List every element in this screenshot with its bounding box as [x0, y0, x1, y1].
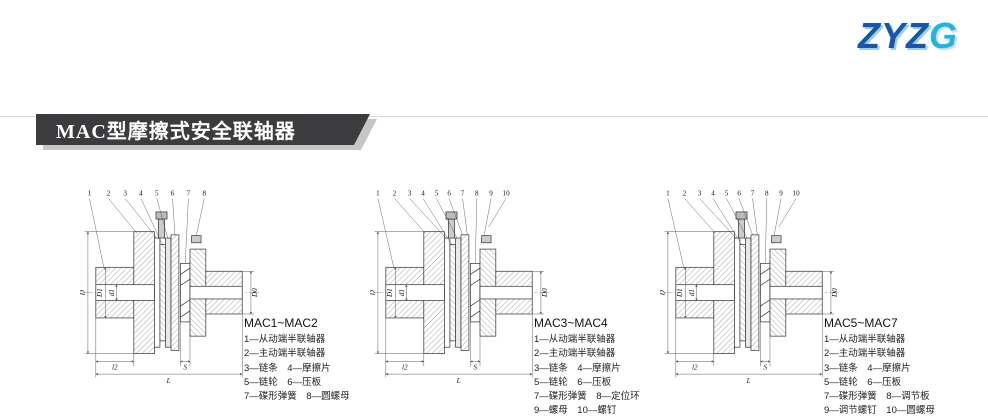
callout-number: 3	[123, 189, 127, 197]
coupling-drawing: 1 2 3 4 5 6 7 8 9 10 D D1 d1 D0 l2 S L	[370, 189, 549, 385]
callout-number: 4	[139, 189, 143, 197]
part-label: 3—链条 4—摩擦片	[824, 362, 911, 374]
dim-label: l2	[402, 363, 408, 371]
part-label: 3—链条 4—摩擦片	[244, 362, 331, 374]
dim-label: D	[660, 289, 667, 296]
callout-number: 7	[461, 189, 465, 197]
brand-logo: ZYZG	[858, 18, 958, 54]
callout-number: 2	[393, 189, 397, 197]
dim-label: d1	[398, 289, 406, 296]
callout-number: 10	[503, 189, 511, 197]
callout-number: 8	[765, 189, 769, 197]
coupling-figure-mac5-mac7: 1 2 3 4 5 6 7 8 9 10 D D1 d1 D0 l2 S L M…	[660, 168, 940, 420]
dim-label: D0	[541, 288, 549, 298]
dim-label: D	[80, 289, 87, 296]
dim-label: D1	[386, 288, 394, 298]
dim-label: D0	[831, 288, 839, 298]
logo-letter: Y	[880, 15, 906, 56]
part-label: 3—链条 4—摩擦片	[534, 362, 621, 374]
callout-number: 5	[435, 189, 439, 197]
callout-number: 2	[107, 189, 111, 197]
callout-number: 7	[187, 189, 191, 197]
part-label: 2—主动端半联轴器	[824, 348, 906, 360]
part-label: 7—碟形弹簧 8—圆螺母	[244, 391, 350, 402]
callout-number: 1	[88, 189, 92, 197]
callout-number: 4	[711, 189, 715, 197]
part-label: 1—从动端半联轴器	[534, 334, 616, 345]
callout-number: 6	[737, 189, 741, 197]
model-range: MAC5~MAC7	[824, 316, 898, 330]
callout-number: 10	[793, 189, 801, 197]
dim-label: S	[763, 363, 767, 371]
dim-label: L	[746, 377, 751, 385]
page-title: MAC型摩擦式安全联轴器	[56, 121, 296, 143]
dim-label: D1	[676, 288, 684, 298]
dim-label: l2	[112, 363, 118, 371]
figure-caption: MAC5~MAC7 1—从动端半联轴器 2—主动端半联轴器 3—链条 4—摩擦片…	[824, 316, 940, 419]
callout-number: 6	[447, 189, 451, 197]
coupling-figure-mac1-mac2: 1 2 3 4 5 6 7 8 D D1 d1 D0 l2 S L MAC1~M…	[80, 168, 360, 420]
figure-caption: MAC3~MAC4 1—从动端半联轴器 2—主动端半联轴器 3—链条 4—摩擦片…	[534, 316, 650, 419]
dim-label: S	[183, 363, 187, 371]
coupling-drawing: 1 2 3 4 5 6 7 8 D D1 d1 D0 l2 S L	[80, 189, 259, 385]
callout-number: 7	[751, 189, 755, 197]
part-label: 7—碟形弹簧 8—定位环	[534, 391, 640, 402]
dim-label: D0	[251, 288, 259, 298]
callout-number: 6	[171, 189, 175, 197]
part-label: 1—从动端半联轴器	[824, 334, 906, 345]
dim-label: L	[456, 377, 461, 385]
part-label: 1—从动端半联轴器	[244, 334, 326, 345]
coupling-drawing: 1 2 3 4 5 6 7 8 9 10 D D1 d1 D0 l2 S L	[660, 189, 839, 385]
part-label: 2—主动端半联轴器	[244, 348, 326, 360]
callout-number: 9	[779, 189, 783, 197]
part-label: 5—链轮 6—压板	[824, 376, 902, 388]
logo-letter: G	[928, 15, 958, 56]
figures-row: 1 2 3 4 5 6 7 8 D D1 d1 D0 l2 S L MAC1~M…	[80, 168, 940, 420]
callout-number: 1	[666, 189, 670, 197]
callout-number: 3	[698, 189, 702, 197]
callout-number: 5	[725, 189, 729, 197]
page-title-banner: MAC型摩擦式安全联轴器	[36, 114, 370, 145]
header-rule	[0, 116, 988, 117]
coupling-figure-mac3-mac4: 1 2 3 4 5 6 7 8 9 10 D D1 d1 D0 l2 S L M…	[370, 168, 650, 420]
logo-letter: Z	[905, 15, 929, 56]
figure-caption: MAC1~MAC2 1—从动端半联轴器 2—主动端半联轴器 3—链条 4—摩擦片…	[244, 316, 360, 404]
callout-number: 9	[489, 189, 493, 197]
dim-label: D	[370, 289, 377, 296]
dim-label: L	[166, 377, 171, 385]
callout-number: 2	[683, 189, 687, 197]
callout-number: 1	[376, 189, 380, 197]
callout-number: 8	[475, 189, 479, 197]
dim-label: D1	[96, 288, 104, 298]
callout-number: 3	[408, 189, 412, 197]
dim-label: S	[473, 363, 477, 371]
part-label: 9—调节螺钉 10—圆螺母	[824, 405, 935, 417]
model-range: MAC3~MAC4	[534, 316, 608, 330]
dim-label: d1	[108, 289, 116, 296]
callout-number: 8	[202, 189, 206, 197]
dim-label: l2	[692, 363, 698, 371]
part-label: 9—螺母 10—螺钉	[534, 405, 617, 417]
part-label: 7—碟形弹簧 8—调节板	[824, 391, 930, 402]
part-label: 5—链轮 6—压板	[534, 376, 612, 388]
logo-letter: Z	[857, 15, 881, 56]
part-label: 5—链轮 6—压板	[244, 376, 322, 388]
callout-number: 4	[421, 189, 425, 197]
part-label: 2—主动端半联轴器	[534, 348, 616, 360]
model-range: MAC1~MAC2	[244, 316, 318, 330]
callout-number: 5	[155, 189, 159, 197]
dim-label: d1	[688, 289, 696, 296]
